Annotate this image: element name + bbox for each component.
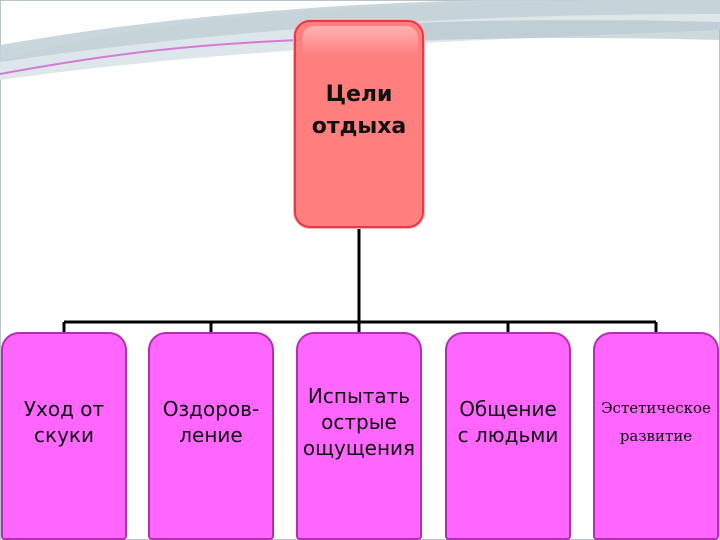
- root-node: Цели отдыха: [294, 20, 424, 228]
- child-label: Уход от скуки: [24, 396, 104, 448]
- child-node-boredom: Уход от скуки: [1, 332, 127, 540]
- root-highlight: [302, 26, 418, 56]
- child-label: Общение с людьми: [458, 396, 559, 448]
- child-label: Эстетическое развитие: [601, 394, 711, 450]
- child-label: Испытать острые ощущения: [303, 383, 415, 461]
- child-node-social: Общение с людьми: [445, 332, 571, 540]
- root-label: Цели отдыха: [312, 79, 407, 143]
- child-label: Оздоров- ление: [163, 396, 259, 448]
- child-node-health: Оздоров- ление: [148, 332, 274, 540]
- child-node-aesthetic: Эстетическое развитие: [593, 332, 719, 540]
- child-node-thrill: Испытать острые ощущения: [296, 332, 422, 540]
